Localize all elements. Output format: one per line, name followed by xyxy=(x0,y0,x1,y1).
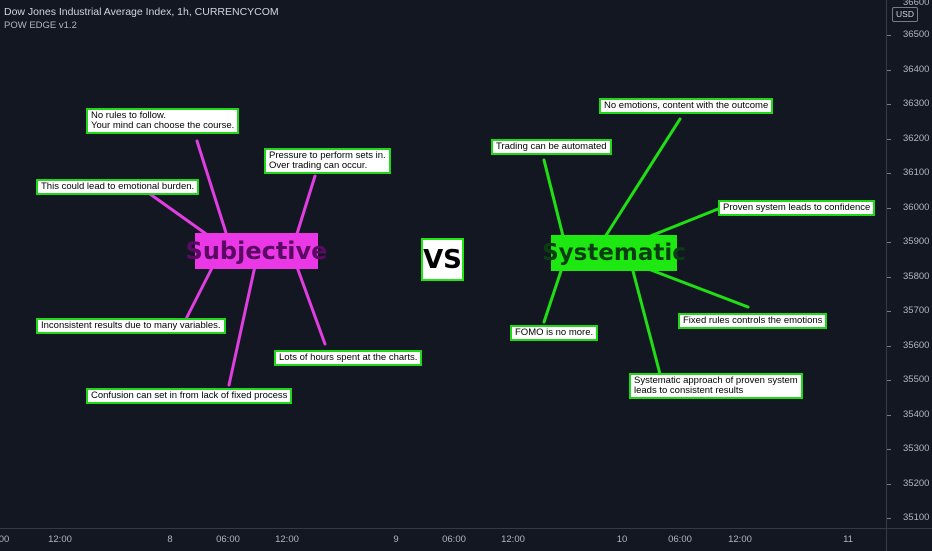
symbol-title[interactable]: Dow Jones Industrial Average Index, 1h, … xyxy=(4,6,279,18)
tick-mark xyxy=(887,484,891,485)
price-tick: 35400 xyxy=(903,409,930,420)
price-tick: 35500 xyxy=(903,374,930,385)
systematic-note[interactable]: Trading can be automated xyxy=(491,139,612,155)
tick-mark xyxy=(887,277,891,278)
time-tick: 8 xyxy=(167,534,173,545)
time-tick: 12:00 xyxy=(728,534,752,545)
time-tick: 06:00 xyxy=(216,534,240,545)
price-tick: 36500 xyxy=(903,29,930,40)
tick-mark xyxy=(887,35,891,36)
systematic-note[interactable]: Systematic approach of proven system lea… xyxy=(629,373,803,399)
chart-area[interactable]: Subjective VS Systematic No rules to fol… xyxy=(0,0,886,528)
price-tick: 35800 xyxy=(903,271,930,282)
time-tick: 00 xyxy=(0,534,10,545)
connector-subj-2 xyxy=(294,174,317,239)
connector-sys-3 xyxy=(646,207,720,239)
systematic-note[interactable]: Fixed rules controls the emotions xyxy=(678,313,828,329)
systematic-title[interactable]: Systematic xyxy=(542,235,686,271)
connector-sys-5 xyxy=(649,268,750,309)
tick-mark xyxy=(887,70,891,71)
subjective-note[interactable]: This could lead to emotional burden. xyxy=(36,179,200,195)
time-tick: 12:00 xyxy=(275,534,299,545)
tick-mark xyxy=(887,104,891,105)
tick-mark xyxy=(887,346,891,347)
time-tick: 9 xyxy=(393,534,399,545)
price-tick: 35600 xyxy=(903,340,930,351)
systematic-note[interactable]: Proven system leads to confidence xyxy=(718,200,876,216)
price-tick: 35200 xyxy=(903,478,930,489)
chart-header: Dow Jones Industrial Average Index, 1h, … xyxy=(4,5,279,33)
price-tick: 36300 xyxy=(903,98,930,109)
tick-mark xyxy=(887,311,891,312)
mindmap-connectors xyxy=(148,117,750,387)
connector-sys-1 xyxy=(603,117,682,239)
price-tick: 35100 xyxy=(903,512,930,523)
systematic-note[interactable]: FOMO is no more. xyxy=(510,325,599,341)
connector-subj-5 xyxy=(295,265,327,346)
tick-mark xyxy=(887,380,891,381)
indicator-label[interactable]: POW EDGE v1.2 xyxy=(4,20,77,31)
connector-subj-3 xyxy=(148,192,211,238)
axis-corner xyxy=(886,528,932,551)
time-tick: 10 xyxy=(616,534,628,545)
tick-mark xyxy=(887,415,891,416)
connector-subj-4 xyxy=(184,264,215,321)
price-tick: 35700 xyxy=(903,305,930,316)
connector-sys-2 xyxy=(542,158,565,238)
price-tick: 36100 xyxy=(903,167,930,178)
connector-subj-6 xyxy=(227,264,257,387)
subjective-note[interactable]: Confusion can set in from lack of fixed … xyxy=(86,388,293,404)
tick-mark xyxy=(887,242,891,243)
subjective-note[interactable]: No rules to follow. Your mind can choose… xyxy=(86,108,240,134)
tick-mark xyxy=(887,173,891,174)
subjective-note[interactable]: Inconsistent results due to many variabl… xyxy=(36,318,226,334)
time-tick: 06:00 xyxy=(442,534,466,545)
time-tick: 11 xyxy=(843,534,853,545)
subjective-note[interactable]: Pressure to perform sets in. Over tradin… xyxy=(264,148,391,174)
subjective-title[interactable]: Subjective xyxy=(186,233,327,269)
time-tick: 12:00 xyxy=(501,534,525,545)
price-tick: 36000 xyxy=(903,202,930,213)
time-axis[interactable]: 00 12:00 8 06:00 12:00 9 06:00 12:00 10 … xyxy=(0,528,886,551)
tick-mark xyxy=(887,449,891,450)
price-tick: 36400 xyxy=(903,64,930,75)
price-axis[interactable]: 36600 USD 36500 36400 36300 36200 36100 … xyxy=(886,0,932,528)
vs-label[interactable]: VS xyxy=(421,238,464,281)
price-tick: 36200 xyxy=(903,133,930,144)
currency-badge[interactable]: USD xyxy=(892,7,918,22)
tick-mark xyxy=(887,518,891,519)
connector-sys-6 xyxy=(631,269,662,376)
time-tick: 12:00 xyxy=(48,534,72,545)
tick-mark xyxy=(887,139,891,140)
connector-subj-1 xyxy=(195,139,229,238)
subjective-note[interactable]: Lots of hours spent at the charts. xyxy=(274,350,423,366)
price-tick: 35300 xyxy=(903,443,930,454)
connector-sys-4 xyxy=(542,269,563,324)
price-tick: 35900 xyxy=(903,236,930,247)
tick-mark xyxy=(887,208,891,209)
price-tick: 36600 xyxy=(903,0,930,8)
time-tick: 06:00 xyxy=(668,534,692,545)
systematic-note[interactable]: No emotions, content with the outcome xyxy=(599,98,774,114)
